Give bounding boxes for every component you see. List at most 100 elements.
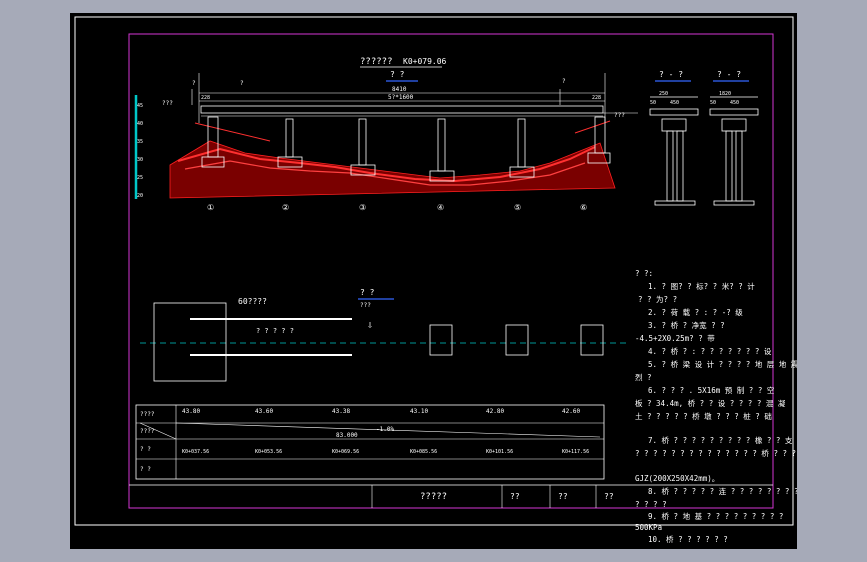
span-total: 8410 <box>392 86 407 93</box>
note-line: ? ? ? ? <box>635 500 667 509</box>
base-a <box>654 200 696 206</box>
footing-left <box>201 156 225 168</box>
pier-id-3: ③ <box>359 203 366 212</box>
end-left: 228 <box>201 95 210 101</box>
table-grade: -1.0% <box>376 426 394 433</box>
section-title-b: ? - ? <box>717 70 741 79</box>
grade-line <box>175 422 601 438</box>
cut-note-a: ? <box>192 80 196 87</box>
pier-id-2: ② <box>282 203 289 212</box>
titleblock-name: ????? <box>420 492 447 502</box>
station-5: K0+101.56 <box>486 449 513 455</box>
titleblock-c1: ?? <box>510 492 520 501</box>
note-line: 500KPa <box>635 523 662 532</box>
footing-3 <box>429 170 455 182</box>
pier-3 <box>437 118 446 172</box>
footing-right <box>587 152 611 164</box>
note-line: 1. ? 图? ? 标? ? 米? ? 计 <box>648 281 755 291</box>
note-line: GJZ(200X250X42mm)。 <box>635 474 719 483</box>
red-strata-line-2 <box>184 160 586 186</box>
right-note: ??? <box>614 112 625 119</box>
ground-profile <box>169 140 616 199</box>
section-b-dim-2: 50 <box>710 100 716 106</box>
cut-mark-left: ? ? <box>390 70 405 79</box>
cap-b <box>709 108 759 116</box>
pier-id-5: ⑤ <box>514 203 521 212</box>
note-line: 10. 桥 ? ? ? ? ? ? <box>648 534 728 544</box>
top-value-4: 43.10 <box>410 408 428 415</box>
bridge-plan: 60???? ? ? ??? ⇩ ? ? ? ? ? <box>140 288 630 382</box>
titleblock-c2: ?? <box>558 492 568 501</box>
red-slope-left <box>194 122 271 142</box>
pier-1 <box>285 118 294 158</box>
red-slope-right <box>574 120 611 134</box>
pier-sections: ? - ? ? - ? 250 450 50 1820 450 50 <box>649 70 759 206</box>
cad-viewport[interactable]: ?????? K0+079.06 45 40 35 30 25 20 ??? ?… <box>70 13 805 549</box>
pier-id-1: ① <box>207 203 214 212</box>
note-line: 3. ? 桥 ? 净宽 ? ? <box>648 320 725 330</box>
cut-note-b: ? <box>562 78 566 85</box>
note-line: 8. 桥 ? ? ? ? ? 连 ? ? ? ? ? ? ? ? <box>648 486 797 496</box>
pier-2 <box>358 118 367 166</box>
note-line: 土 ? ? ? ? ? 桥 墩 ? ? ? 桩 ? 础 <box>635 411 772 421</box>
footing-2 <box>350 164 376 176</box>
end-right: 228 <box>592 95 601 101</box>
plan-sub-label: ??? <box>360 302 371 309</box>
drawing-canvas: ?????? K0+079.06 45 40 35 30 25 20 ??? ?… <box>74 16 805 544</box>
scale-value-20: 20 <box>137 193 143 199</box>
note-line: 6. ? ? ? . 5X16m 预 制 ? ? 空 <box>648 385 774 395</box>
left-note: ??? <box>162 100 173 107</box>
station-2: K0+053.56 <box>255 449 282 455</box>
note-line: 9. 桥 ? 地 基 ? ? ? ? ? ? ? ? ? <box>648 511 783 521</box>
base-b <box>713 200 755 206</box>
plan-pier-b <box>505 324 529 356</box>
col-a1 <box>666 130 674 202</box>
section-a-dim-0: 250 <box>659 91 668 97</box>
cut-note-c: ? <box>240 80 244 87</box>
col-b2 <box>735 130 743 202</box>
design-notes: ? ?: 1. ? 图? ? 标? ? 米? ? 计 ? ? 为? ? 2. ?… <box>635 269 805 544</box>
note-line: 7. 桥 ? ? ? ? ? ? ? ? ? 橡 ? ? 支 座 <box>648 435 797 445</box>
plan-pier-a <box>429 324 453 356</box>
scale-value-30: 30 <box>137 157 143 163</box>
table-row-label-1: ???? <box>140 411 155 418</box>
note-line: -4.5+2X0.25m? ? 带 <box>635 334 715 343</box>
scale-value-35: 35 <box>137 139 143 145</box>
note-line: ? ?: <box>635 269 653 278</box>
border-frame <box>128 33 774 509</box>
station-1: K0+037.56 <box>182 449 209 455</box>
section-b-dim-1: 450 <box>730 100 739 106</box>
down-arrow-icon: ⇩ <box>367 320 373 331</box>
section-title-a: ? - ? <box>659 70 683 79</box>
cap-a2 <box>661 118 687 132</box>
note-line: 板 ? 34.4m, 桥 ? ? 设 ? ? ? ? 混 凝 <box>635 398 786 408</box>
table-outline <box>135 404 605 480</box>
section-a-dim-1: 450 <box>670 100 679 106</box>
span-inner: 5?*1600 <box>388 94 414 101</box>
note-line: 5. ? 桥 梁 设 计 ? ? ? ? 地 层 地 震 <box>648 359 797 369</box>
note-line: ? ? ? ? ? ? ? ? ? ? ? ? ? ? 桥 ? ? ? <box>635 448 796 458</box>
top-value-5: 42.80 <box>486 408 504 415</box>
footing-4 <box>509 166 535 178</box>
pier-4 <box>517 118 526 168</box>
profile-table: ???? ???? ? ? ? ? -1.0% 83.000 43.80 43.… <box>135 404 605 480</box>
table-diagonal <box>139 422 177 440</box>
station-3: K0+069.56 <box>332 449 359 455</box>
top-value-3: 43.38 <box>332 408 350 415</box>
outer-frame <box>74 16 794 526</box>
station-6: K0+117.56 <box>562 449 589 455</box>
note-line: 4. ? 桥 ? : ? ? ? ? ? ? ? 设 <box>648 346 772 356</box>
station-4: K0+085.56 <box>410 449 437 455</box>
scale-value-25: 25 <box>137 175 143 181</box>
table-row-label-2: ???? <box>140 428 155 435</box>
title-block: ????? ?? ?? ?? <box>129 484 773 508</box>
plan-angle-label: 60???? <box>238 297 267 306</box>
cap-a <box>649 108 699 116</box>
red-strata-line <box>177 146 596 183</box>
plan-center-label: ? ? ? ? ? <box>256 327 294 335</box>
table-length: 83.000 <box>336 432 358 439</box>
note-line: ? ? 为? ? <box>638 294 677 304</box>
footing-1 <box>277 156 303 168</box>
table-row-label-3: ? ? <box>140 446 151 453</box>
section-b-dim-0: 1820 <box>719 91 731 97</box>
